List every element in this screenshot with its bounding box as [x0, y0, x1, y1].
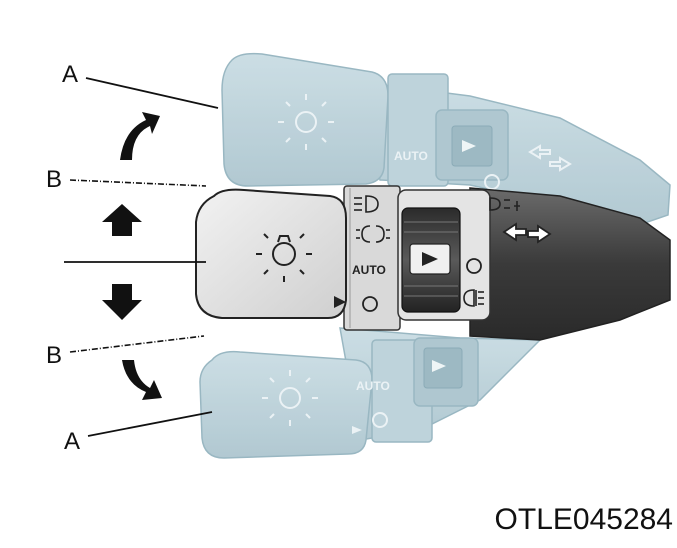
callout-line-a-bottom [87, 411, 213, 437]
curved-up-arrow-icon [120, 112, 160, 160]
play-triangle-icon [352, 426, 362, 434]
play-triangle-icon [334, 296, 346, 308]
callout-line-b-top [69, 179, 207, 187]
up-arrow-icon [102, 204, 142, 236]
curved-down-arrow-icon [122, 360, 162, 400]
callout-b-top: B [46, 166, 62, 193]
off-circle-icon [372, 412, 388, 428]
play-triangle-icon [422, 252, 438, 266]
callout-a-top: A [62, 61, 78, 88]
callout-lines [64, 77, 219, 437]
main-lever: AUTO [195, 185, 671, 341]
auto-label: AUTO [352, 263, 386, 277]
turn-signal-arrows-icon [528, 144, 572, 172]
auto-label-ghost-upper: AUTO [394, 149, 428, 163]
callout-a-bottom: A [64, 428, 80, 455]
reference-code: OTLE045284 [494, 503, 673, 536]
turn-signal-arrows-icon [489, 197, 520, 211]
headlight-icon [278, 94, 334, 150]
off-circle-icon [362, 296, 378, 312]
high-beam-icon [354, 195, 379, 213]
down-arrow-icon [102, 284, 142, 320]
rear-fog-light-icon [463, 289, 484, 307]
auto-label-ghost-lower: AUTO [356, 379, 390, 393]
ghost-lever-lower: AUTO [199, 327, 542, 459]
ghost-lever-upper: AUTO [221, 52, 671, 229]
callout-line-b-bottom [69, 335, 205, 353]
turn-signal-arrows-icon [502, 222, 552, 244]
callout-b-bottom: B [46, 342, 62, 369]
movement-arrows [102, 112, 162, 400]
callout-labels: A B B A [39, 57, 87, 455]
headlight-icon [256, 233, 312, 282]
parking-light-icon [356, 225, 390, 243]
callout-line-a-top [85, 77, 219, 109]
off-circle-icon [466, 258, 482, 274]
headlight-icon [262, 370, 318, 426]
off-circle-icon [484, 174, 500, 190]
